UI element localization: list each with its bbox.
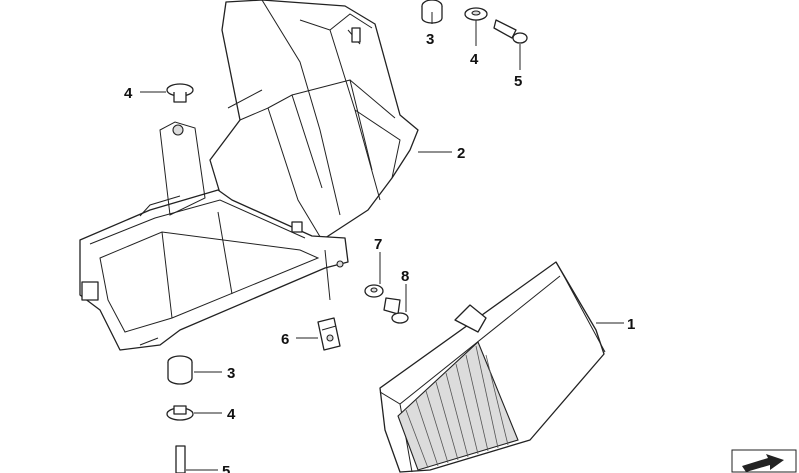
rubber-mount xyxy=(167,355,193,385)
screw-mid xyxy=(383,297,409,324)
callout-4-bottom: 4 xyxy=(227,406,236,423)
callout-2: 2 xyxy=(457,145,465,162)
clip-nut xyxy=(317,317,341,351)
plug-left xyxy=(166,83,194,103)
callout-8: 8 xyxy=(401,268,409,285)
callout-3-top: 3 xyxy=(426,31,434,48)
washer-mid xyxy=(364,284,384,298)
callout-4-top: 4 xyxy=(470,51,479,68)
callout-5-bottom: 5 xyxy=(222,463,230,473)
callout-1: 1 xyxy=(627,316,635,333)
callout-3-bottom: 3 xyxy=(227,365,235,382)
callout-6: 6 xyxy=(281,331,289,348)
bolt-bottom xyxy=(175,445,186,473)
washer-top xyxy=(464,7,488,21)
callout-5-top: 5 xyxy=(514,73,522,90)
leader-lines xyxy=(140,12,624,471)
callout-4-left: 4 xyxy=(124,85,133,102)
bolt-top xyxy=(493,19,528,44)
frame-bracket xyxy=(79,0,419,351)
orientation-arrow-icon xyxy=(731,449,797,473)
callout-7: 7 xyxy=(374,236,382,253)
washer-bottom xyxy=(166,405,194,421)
filter-element xyxy=(379,261,606,473)
